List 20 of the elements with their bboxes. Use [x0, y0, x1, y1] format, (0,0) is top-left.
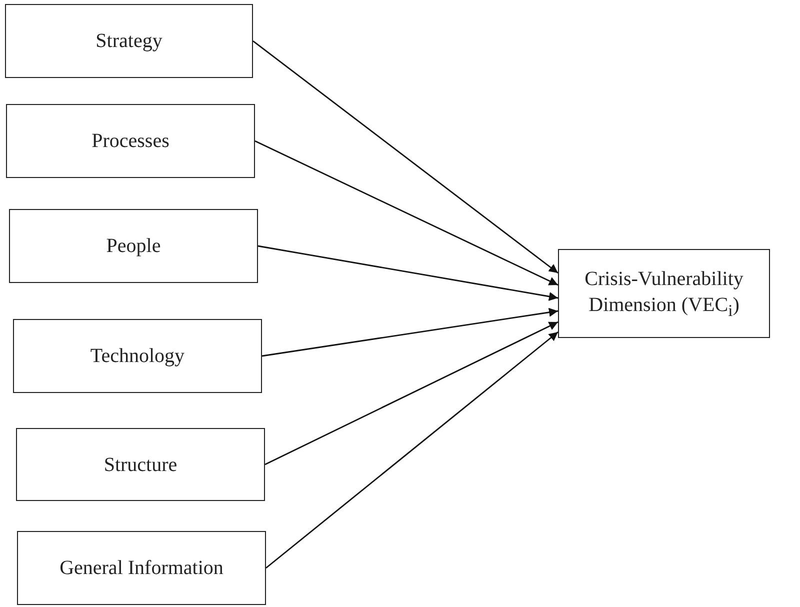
arrow: [262, 308, 558, 357]
process-box: [16, 428, 265, 501]
box-label: Structure: [104, 452, 178, 478]
box-label: People: [106, 234, 161, 259]
box-label: Technology: [90, 344, 185, 369]
process-box: [13, 319, 262, 393]
arrow: [252, 40, 558, 274]
process-box: [558, 249, 770, 338]
box-label: Crisis-Vulnerability Dimension (VEC$_{i}$): [584, 266, 744, 322]
process-box: [5, 4, 253, 78]
process-box: [6, 104, 255, 178]
process-box: [17, 531, 266, 605]
box-label: General Information: [60, 556, 224, 581]
arrow: [266, 331, 558, 569]
arrow: [254, 140, 558, 286]
box-label: Processes: [92, 129, 170, 154]
box-label: Strategy: [96, 29, 162, 54]
process-box: [9, 209, 258, 283]
arrow: [264, 321, 558, 466]
arrow: [258, 245, 558, 301]
